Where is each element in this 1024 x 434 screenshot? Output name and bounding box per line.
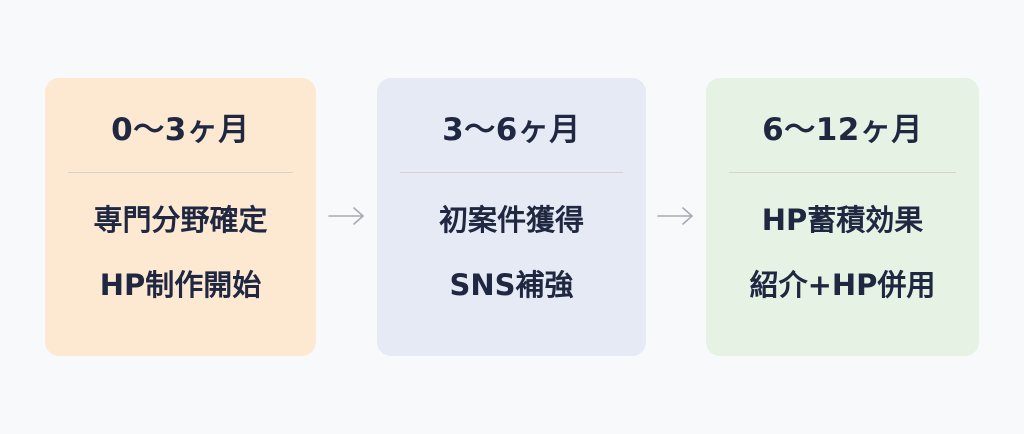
stage-task: HP蓄積効果: [761, 203, 924, 237]
stage-card-6-12-months: 6〜12ヶ月 HP蓄積効果 紹介+HP併用: [706, 78, 979, 356]
stage-task: SNS補強: [449, 268, 574, 302]
stage-title: 0〜3ヶ月: [111, 112, 250, 148]
divider: [68, 172, 293, 173]
stage-task: 初案件獲得: [438, 203, 584, 237]
stage-card-0-3-months: 0〜3ヶ月 専門分野確定 HP制作開始: [45, 78, 316, 356]
arrow-right-icon: [328, 207, 364, 225]
divider: [729, 172, 956, 173]
stage-task: 紹介+HP併用: [749, 268, 936, 302]
stage-card-3-6-months: 3〜6ヶ月 初案件獲得 SNS補強: [377, 78, 646, 356]
stage-task: 専門分野確定: [93, 203, 268, 237]
arrow-right-icon: [657, 207, 693, 225]
stage-title: 6〜12ヶ月: [762, 112, 923, 148]
stage-title: 3〜6ヶ月: [442, 112, 581, 148]
stage-task: HP制作開始: [99, 268, 262, 302]
divider: [400, 172, 623, 173]
